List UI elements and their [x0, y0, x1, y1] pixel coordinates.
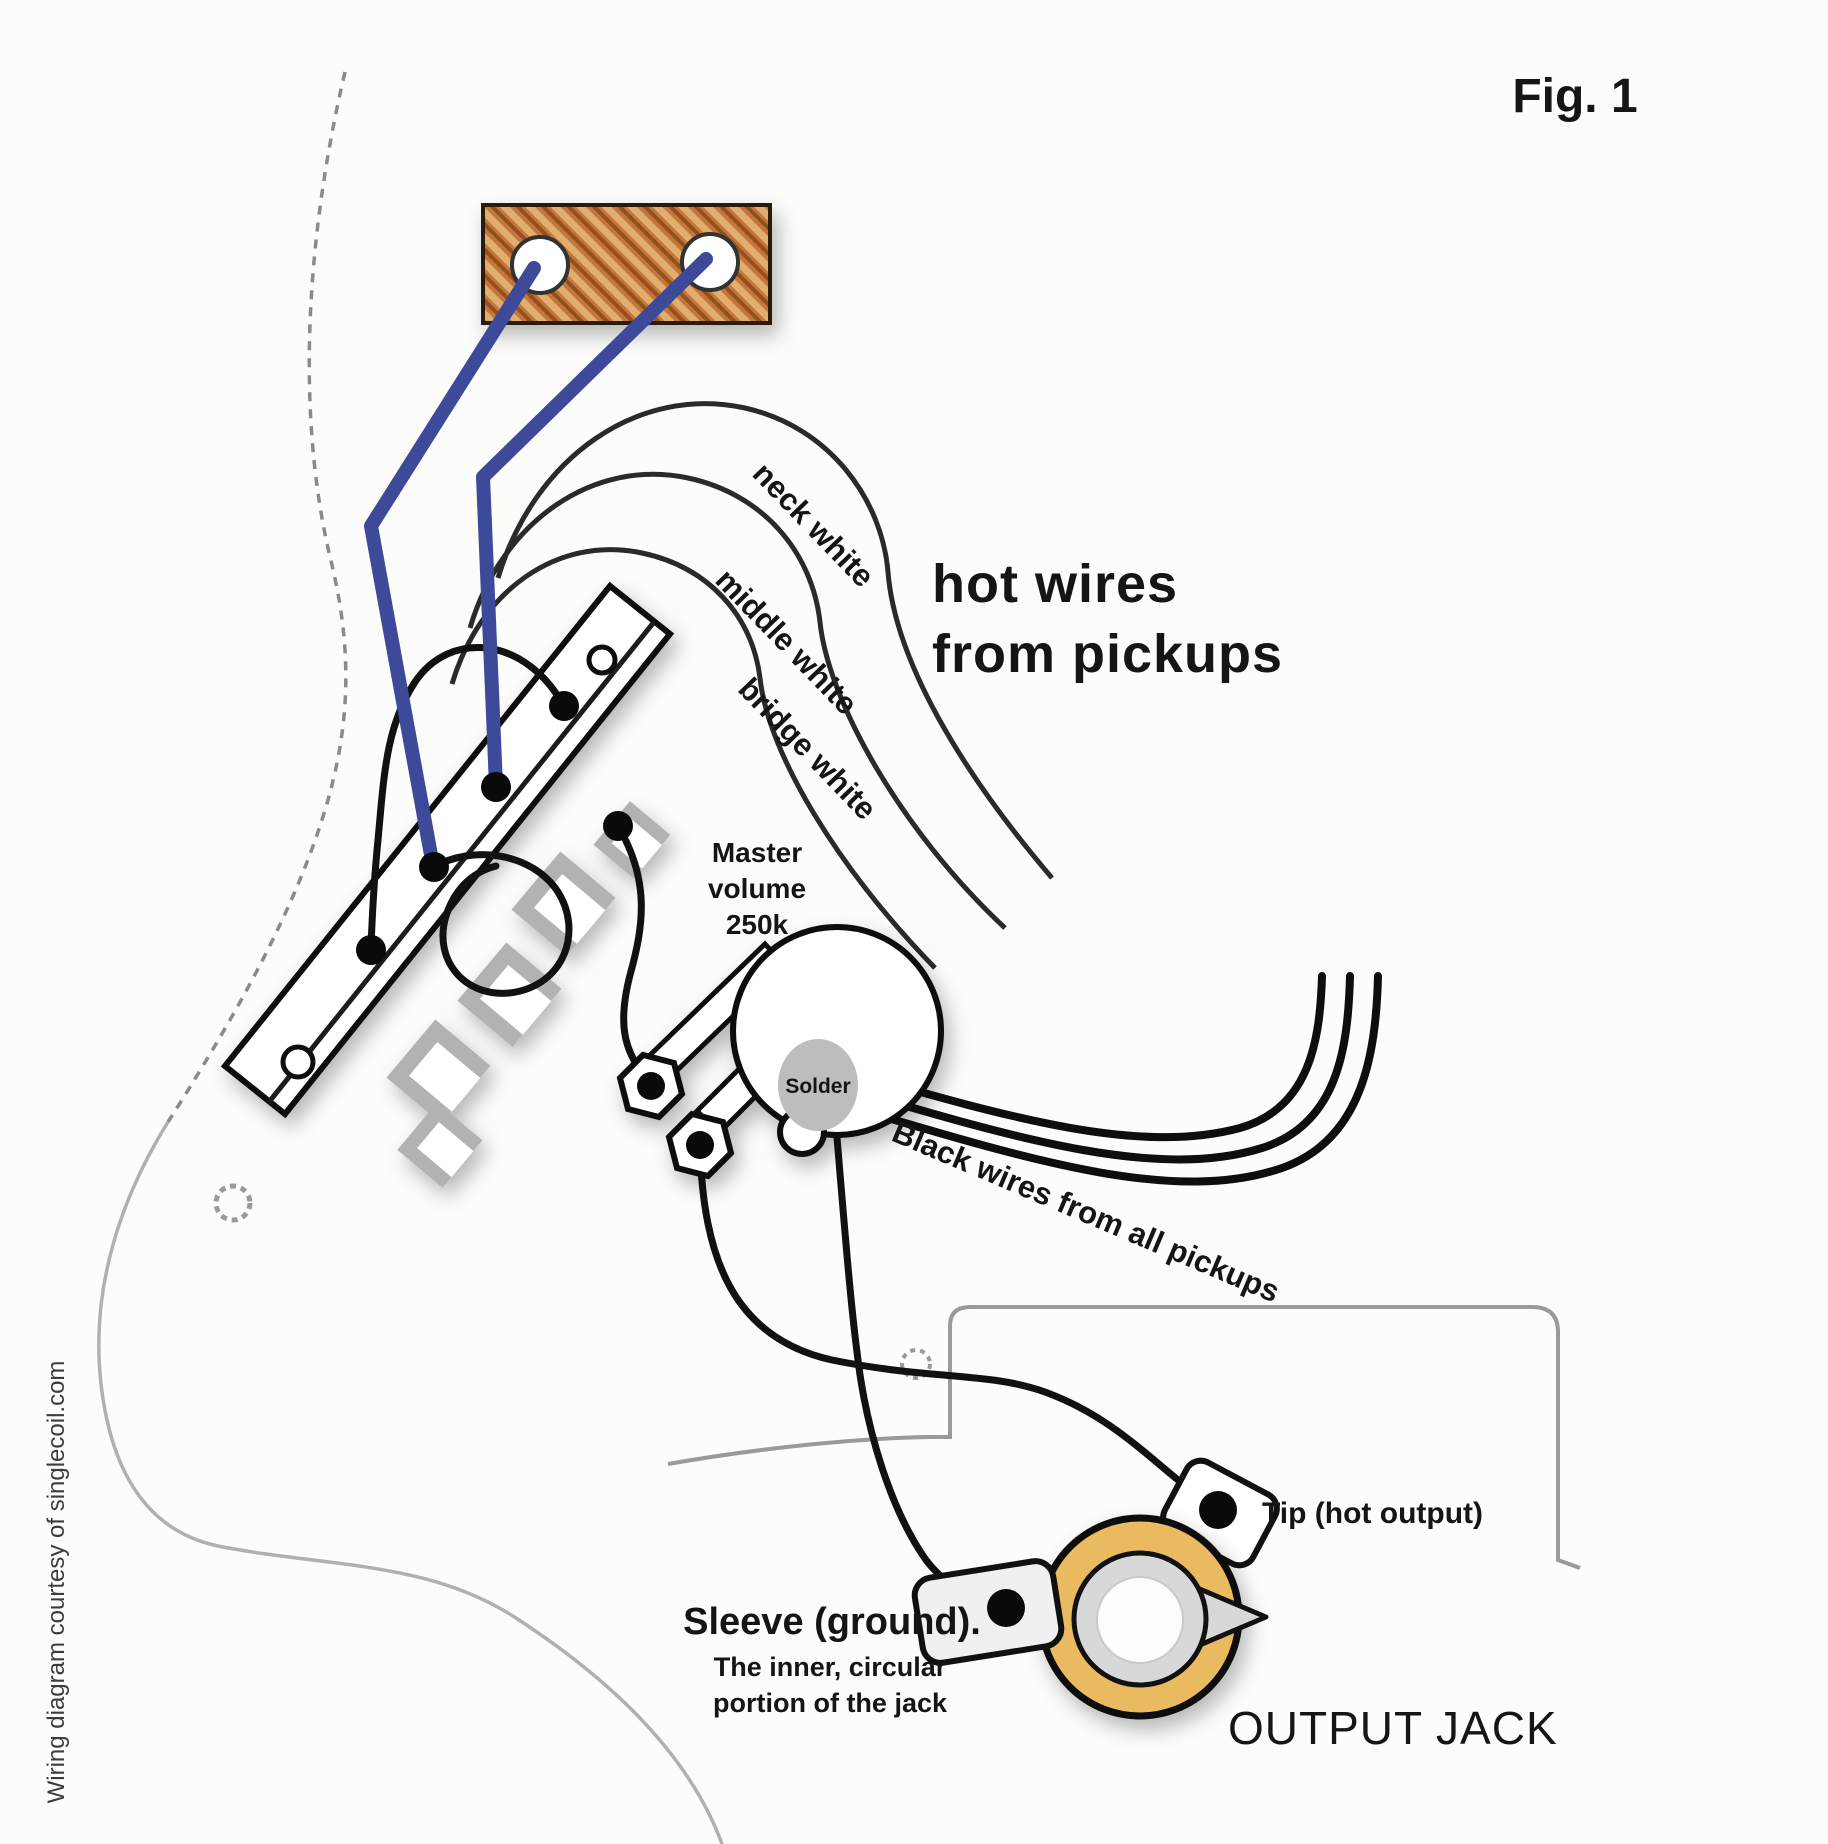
- switch-solder-dot-1: [549, 691, 579, 721]
- master-volume-label-line1: Master: [712, 837, 802, 868]
- middle-hot-wire-curve: [467, 471, 1007, 930]
- pot-lug-dot-2: [686, 1131, 714, 1159]
- middle-wire-label: middle white: [709, 562, 865, 721]
- switch-solder-dot-3: [481, 772, 511, 802]
- jack-sleeve-solder-dot: [987, 1589, 1025, 1627]
- switch-mount-hole-top: [586, 644, 618, 676]
- blue-wire-left: [364, 261, 541, 873]
- copper-block: [481, 203, 772, 325]
- sleeve-label-title: Sleeve (ground).: [683, 1601, 981, 1643]
- sleeve-label-line2: The inner, circular: [714, 1652, 947, 1682]
- hot-wires-label-line2: from pickups: [932, 624, 1283, 684]
- tip-label: Tip (hot output): [1262, 1497, 1483, 1530]
- master-volume-label-line2: volume: [708, 873, 806, 904]
- jack-tip-solder-dot: [1199, 1491, 1237, 1529]
- neck-wire-label: neck white: [746, 456, 881, 594]
- pickup-ground-wire-2: [848, 972, 1354, 1164]
- switch-lug-empty-4: [397, 1102, 483, 1188]
- switch-solder-dot-5: [356, 935, 386, 965]
- pot-lug-dot-1: [637, 1072, 665, 1100]
- pickguard-edge-dashed: [166, 71, 348, 1123]
- master-volume-pot: Solder: [616, 924, 944, 1180]
- sleeve-label-line3: portion of the jack: [713, 1688, 948, 1718]
- cavity-screw-hole: [900, 1348, 932, 1380]
- solder-label: Solder: [785, 1075, 850, 1098]
- jack-center-hole: [1096, 1576, 1184, 1664]
- switch-body-fold: [267, 620, 656, 1104]
- output-jack: [911, 1457, 1280, 1720]
- fig-label: Fig. 1: [1512, 70, 1637, 123]
- switch-to-pot-wire: [614, 822, 654, 1086]
- switch-solder-dot-2: [603, 811, 633, 841]
- pickup-ground-wire-1: [846, 972, 1326, 1142]
- switch-jumper-wire: [367, 644, 568, 952]
- pickup-ground-wire-3: [850, 972, 1382, 1186]
- pickguard-edge-lower: [97, 1121, 724, 1844]
- hot-wires-label-line1: hot wires: [932, 554, 1178, 614]
- solder-blob: [778, 1039, 858, 1131]
- cavity-outline: [667, 1305, 1581, 1570]
- switch-solder-dot-4: [419, 852, 449, 882]
- blue-wire-right: [476, 252, 713, 793]
- master-volume-label-line3: 250k: [726, 909, 789, 940]
- neck-hot-wire-curve: [495, 401, 1054, 880]
- switch-lug-empty-2: [457, 942, 562, 1047]
- credit-label: Wiring diagram courtesy of singlecoil.co…: [43, 1361, 70, 1804]
- switch-loop-wire: [430, 851, 573, 997]
- bridge-hot-wire-curve: [449, 547, 937, 970]
- output-jack-label: OUTPUT JACK: [1228, 1702, 1558, 1754]
- black-wires-label: Black wires from all pickups: [887, 1114, 1284, 1309]
- switch-mount-hole-bottom: [280, 1044, 316, 1080]
- pickup-selector-switch: [220, 581, 675, 1188]
- pot-to-sleeve-wire: [832, 1122, 1006, 1612]
- pickguard-screw-hole: [213, 1183, 253, 1223]
- pot-to-tip-wire: [696, 1142, 1216, 1509]
- switch-lug-empty-3: [386, 1019, 491, 1124]
